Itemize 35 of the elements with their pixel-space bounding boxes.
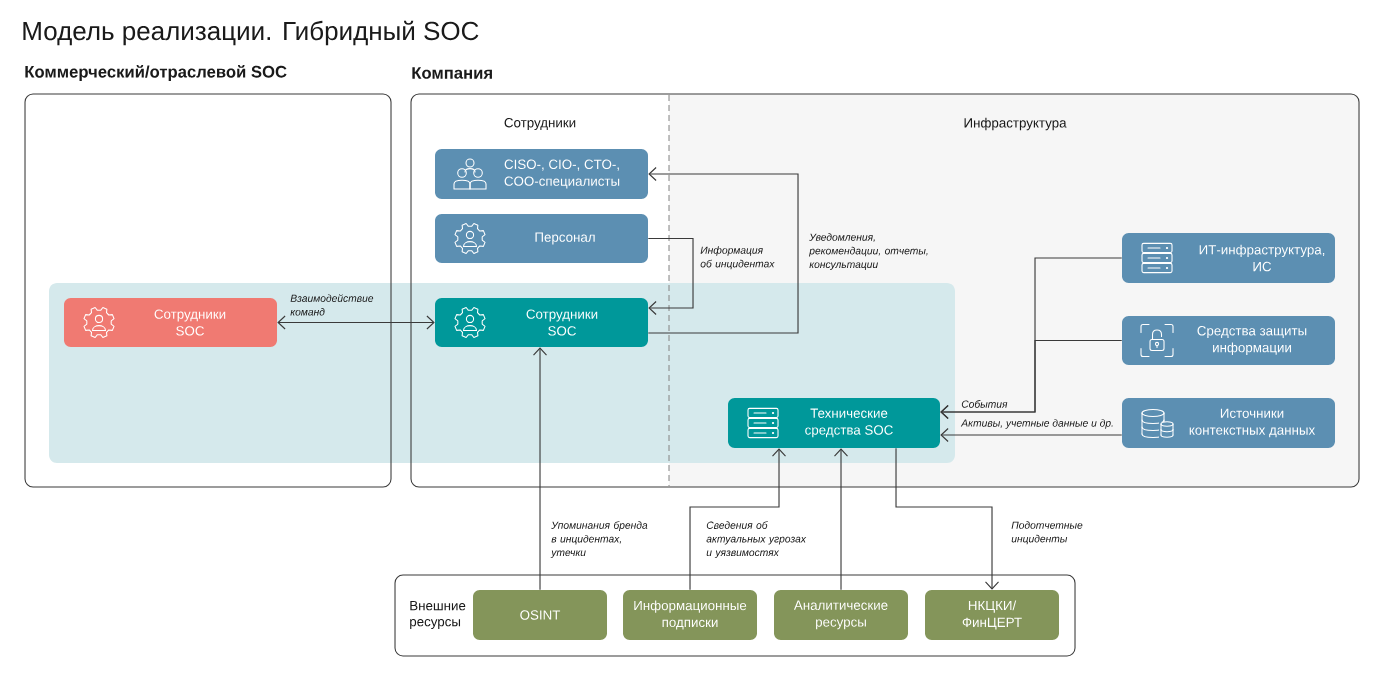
arrow — [647, 166, 799, 334]
resource-box: OSINT — [473, 590, 607, 640]
entity-box: Источники контекстных данных — [1122, 398, 1335, 448]
edge-label: Подотчетные инциденты — [1011, 521, 1083, 545]
arrow — [647, 237, 694, 316]
title: Модель реализации. Гибридный SOC — [23, 20, 479, 46]
edge-label: Сведения об актуальных угрозах и уязвимостях — [706, 521, 807, 559]
resource-box: Информационные подписки — [623, 590, 757, 640]
resource-box: НКЦКИ/ФинЦЕРТ — [925, 590, 1059, 640]
entity-box: CISO-, CIO-, CTO-, COO-специалисты — [435, 149, 648, 199]
edge-label: Активы, учетные данные и др. — [960, 419, 1113, 429]
section-heading: Коммерческий/отраслевой SOC — [25, 65, 287, 81]
arrow — [277, 315, 435, 330]
entity-box: Персонал — [435, 214, 648, 263]
entity-box: Сотрудники SOC — [435, 298, 648, 347]
panel-label: Внешние ресурсы — [410, 601, 466, 629]
entity-box: Сотрудники SOC — [64, 298, 277, 347]
edge-label: События — [961, 400, 1008, 408]
edge-label: Упоминания бренда в инцидентах, утечки — [550, 521, 648, 559]
entity-box: ИТ-инфраструктура, ИС — [1122, 233, 1335, 283]
edge-label: Взаимодействие команд — [290, 294, 374, 316]
section-heading: Компания — [412, 67, 492, 79]
resource-box: Аналитические ресурсы — [774, 590, 908, 640]
entity-box: Средства защиты информации — [1122, 316, 1335, 365]
arrow — [895, 447, 1000, 590]
edge-label: Уведомления, рекомендации, отчеты, консультации — [809, 233, 928, 271]
arrow — [689, 448, 787, 591]
arrow — [940, 339, 1123, 420]
arrow — [532, 347, 548, 591]
edge-label: Информация об инцидентах — [700, 246, 775, 270]
column-heading: Сотрудники — [504, 117, 576, 130]
entity-box: Технические средства SOC — [728, 398, 940, 448]
arrow — [940, 427, 1123, 443]
arrow — [833, 448, 849, 591]
section-heading: Инфраструктура — [964, 117, 1067, 131]
